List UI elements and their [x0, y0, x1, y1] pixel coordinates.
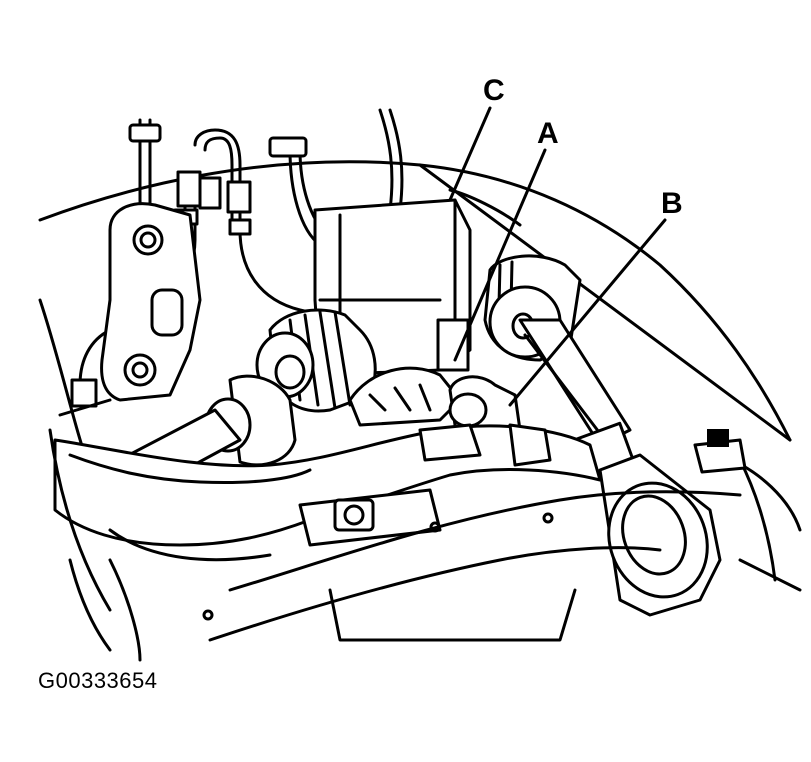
subframe-bolt — [693, 429, 747, 474]
callout-b: B — [508, 187, 683, 407]
knuckle-bracket — [100, 202, 202, 402]
tire-edge — [48, 428, 142, 662]
callout-a-label: A — [537, 117, 559, 150]
callout-a: A — [453, 117, 559, 362]
callout-b-label: B — [661, 187, 683, 220]
right-driveshaft — [483, 254, 722, 617]
callout-c: C — [448, 74, 505, 202]
subframe-crossmember — [53, 423, 802, 642]
body-frame-outline — [38, 160, 792, 582]
callout-c-label: C — [483, 74, 505, 107]
figure-id: G00333654 — [38, 668, 158, 693]
